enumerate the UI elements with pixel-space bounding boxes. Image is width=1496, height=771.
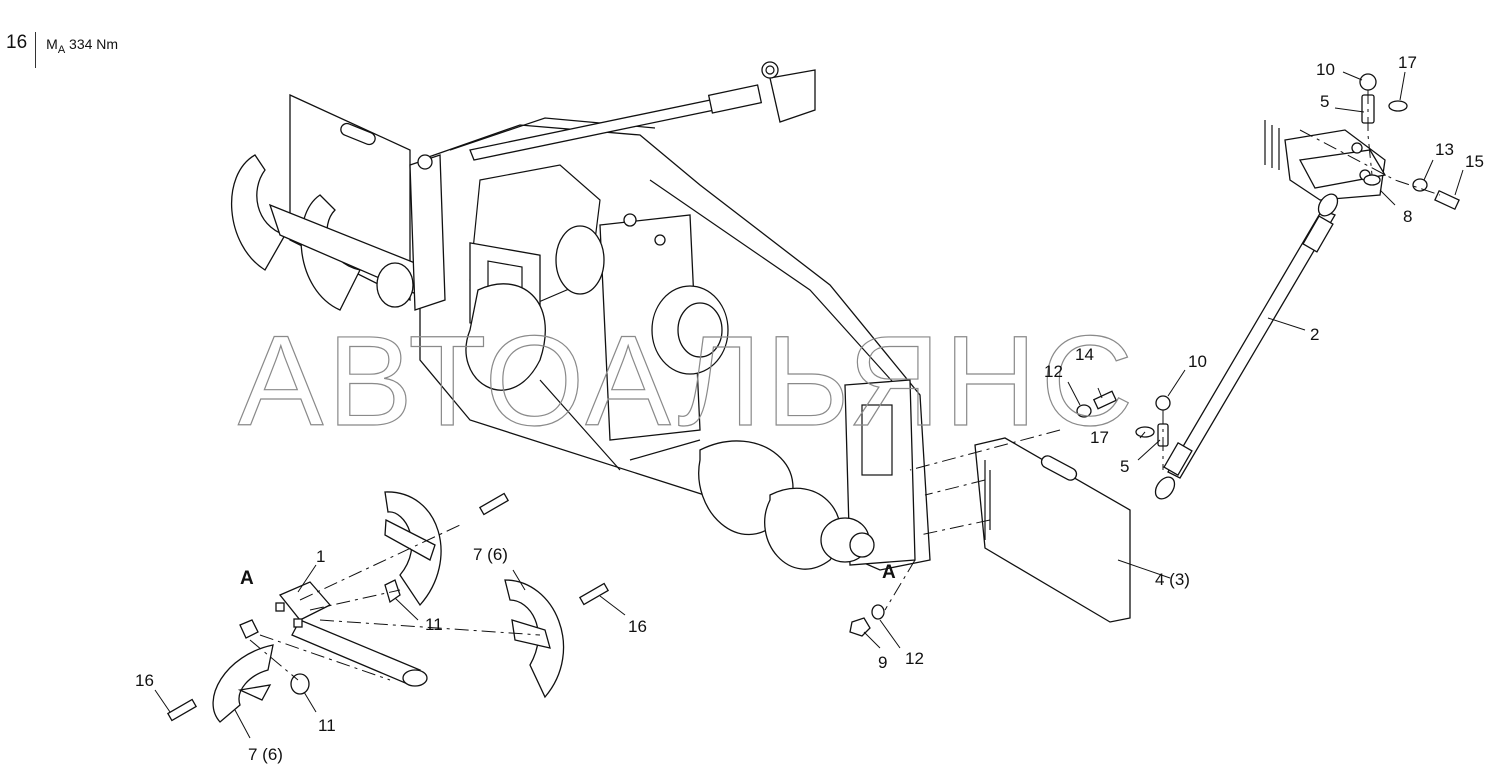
watermark-text: АВТОАЛЬЯНС <box>238 310 1137 453</box>
auger-hub <box>278 581 332 621</box>
callout-7-6-lower: 7 (6) <box>248 745 283 764</box>
callout-15: 15 <box>1465 152 1484 171</box>
callout-2: 2 <box>1310 325 1319 344</box>
guard-plate <box>974 437 1131 623</box>
callout-5-mid: 5 <box>1120 457 1129 476</box>
page-number: 16 <box>6 32 28 53</box>
mount-bracket <box>1264 120 1387 201</box>
diagonal-tie-rod <box>1154 193 1339 500</box>
main-frame-assembly <box>230 93 931 571</box>
gearbox <box>555 213 729 441</box>
callout-11-lower: 11 <box>318 716 336 735</box>
torque-symbol: M <box>46 36 58 52</box>
view-letter-a-right: A <box>882 562 896 583</box>
callout-17-mid: 17 <box>1090 428 1109 447</box>
callout-16-left: 16 <box>135 671 154 690</box>
callout-12-mid: 12 <box>1044 362 1063 381</box>
callout-8: 8 <box>1403 207 1412 226</box>
exploded-auger-shaft <box>166 491 610 723</box>
torque-value: 334 Nm <box>69 36 119 52</box>
callout-5-top: 5 <box>1320 92 1329 111</box>
callout-1: 1 <box>316 547 325 566</box>
callout-11-upper: 11 <box>425 615 443 634</box>
callout-17-top: 17 <box>1398 53 1417 72</box>
callout-13: 13 <box>1435 140 1454 159</box>
torque-subscript: A <box>57 43 66 56</box>
fasteners <box>849 73 1460 637</box>
header-divider <box>35 32 37 68</box>
callout-16-right: 16 <box>628 617 647 636</box>
callout-labels: A A 1 2 4 (3) 5 5 7 (6) 7 (6) 8 9 10 10 … <box>135 53 1484 764</box>
leader-lines <box>154 71 1464 739</box>
callout-9: 9 <box>878 653 887 672</box>
left-auger-flights <box>230 154 432 311</box>
upright-post <box>409 154 446 311</box>
page-header: 16 MA 334 Nm <box>6 32 118 70</box>
callout-10-mid: 10 <box>1188 352 1207 371</box>
assembly-lines <box>249 90 1441 681</box>
callout-7-6-upper: 7 (6) <box>473 545 508 564</box>
upper-tie-rod <box>469 61 816 161</box>
callout-4-3: 4 (3) <box>1155 570 1190 589</box>
callout-10-top: 10 <box>1316 60 1335 79</box>
torque-spec: MA 334 Nm <box>46 32 118 62</box>
view-letter-a-left: A <box>240 568 254 589</box>
side-plate-slot <box>340 122 376 146</box>
callout-14: 14 <box>1075 345 1094 364</box>
callout-12-lower: 12 <box>905 649 924 668</box>
